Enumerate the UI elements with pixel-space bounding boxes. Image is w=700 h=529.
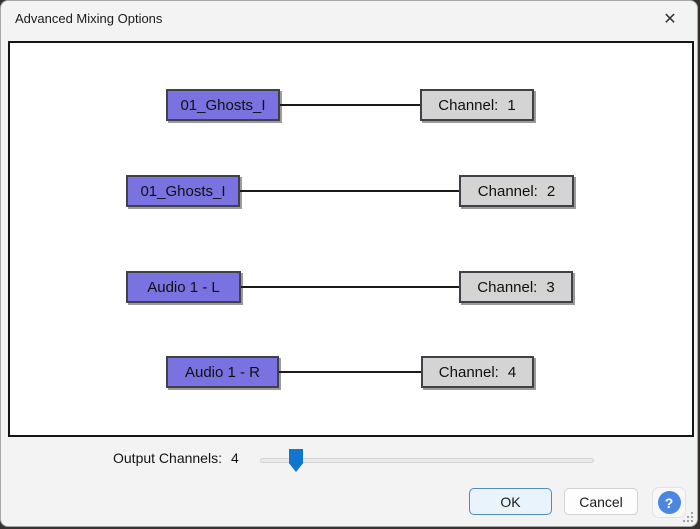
help-glyph: ? [664, 494, 674, 511]
mixing-canvas [8, 41, 694, 437]
channel-label: Channel: [477, 182, 538, 200]
channel-label: Channel: [438, 363, 499, 381]
channel-box[interactable]: Channel: 4 [421, 356, 534, 388]
source-box[interactable]: 01_Ghosts_I [126, 175, 240, 207]
channel-box[interactable]: Channel: 3 [459, 271, 573, 303]
connection-wire [241, 286, 459, 288]
output-channels-label: Output Channels: 4 [113, 450, 239, 466]
output-channels-slider-track[interactable] [260, 458, 594, 463]
output-channels-value: 4 [230, 450, 239, 466]
channel-number: 1 [507, 96, 516, 114]
window-title: Advanced Mixing Options [15, 11, 163, 26]
output-channels-slider-thumb[interactable] [289, 449, 303, 472]
connection-wire [280, 104, 420, 106]
connection-wire [240, 190, 459, 192]
channel-number: 4 [507, 363, 517, 381]
source-box[interactable]: Audio 1 - L [126, 271, 241, 303]
source-label: Audio 1 - L [147, 278, 220, 296]
channel-number: 2 [546, 182, 556, 200]
source-box[interactable]: 01_Ghosts_I [166, 89, 280, 121]
cancel-button-label: Cancel [579, 493, 623, 510]
ok-button[interactable]: OK [469, 488, 552, 515]
channel-label: Channel: [477, 278, 538, 296]
title-bar: Advanced Mixing Options ✕ [1, 1, 697, 39]
channel-number: 3 [546, 278, 555, 296]
source-label: Audio 1 - R [184, 363, 261, 381]
channel-box[interactable]: Channel: 1 [420, 89, 534, 121]
close-icon[interactable]: ✕ [663, 11, 677, 28]
channel-box[interactable]: Channel: 2 [459, 175, 574, 207]
source-box[interactable]: Audio 1 - R [166, 356, 279, 388]
source-label: 01_Ghosts_I [140, 182, 226, 200]
help-button[interactable]: ? [652, 487, 686, 518]
source-label: 01_Ghosts_I [180, 96, 266, 114]
output-channels-text: Output Channels: [113, 450, 222, 466]
cancel-button[interactable]: Cancel [564, 488, 638, 515]
resize-grip-icon[interactable] [681, 510, 695, 524]
connection-wire [279, 371, 421, 373]
ok-button-label: OK [500, 493, 521, 510]
help-icon: ? [657, 491, 681, 514]
channel-label: Channel: [438, 96, 499, 114]
